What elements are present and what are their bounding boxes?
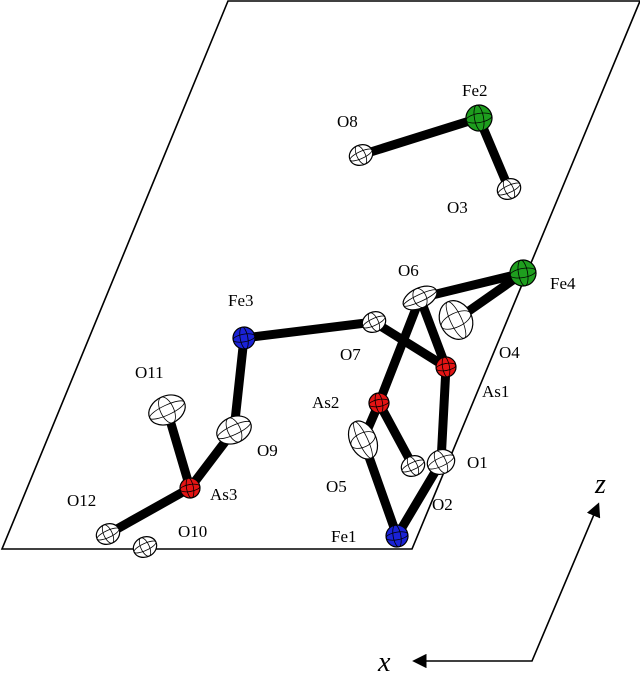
atom-fe2 bbox=[465, 104, 493, 132]
bond-as2-o2 bbox=[374, 398, 418, 471]
bond-fe3-o7 bbox=[239, 317, 379, 343]
atom-o7 bbox=[361, 311, 387, 333]
atom-as1 bbox=[435, 356, 457, 378]
bond-o6-as2 bbox=[374, 293, 425, 408]
label-o3: O3 bbox=[447, 198, 468, 217]
atom-fe1 bbox=[385, 524, 409, 548]
atom-o3 bbox=[496, 178, 522, 200]
unit-cell-outline bbox=[0, 0, 640, 550]
bond-o1-fe1 bbox=[392, 457, 446, 541]
atom-o11 bbox=[148, 394, 186, 426]
atom-o12 bbox=[95, 523, 121, 545]
atom-fe3 bbox=[232, 326, 256, 350]
bond-as1-o1 bbox=[436, 362, 451, 467]
atom-o6 bbox=[402, 285, 438, 311]
bond-o7-as1 bbox=[369, 317, 451, 372]
label-o9: O9 bbox=[257, 441, 278, 460]
label-o7: O7 bbox=[340, 345, 361, 364]
label-fe4: Fe4 bbox=[550, 274, 576, 293]
atom-o4 bbox=[438, 300, 474, 340]
atom-as3 bbox=[179, 477, 201, 499]
atom-o8 bbox=[348, 144, 374, 166]
label-o5: O5 bbox=[326, 477, 347, 496]
label-as2: As2 bbox=[312, 393, 339, 412]
label-o12: O12 bbox=[67, 491, 96, 510]
bond-fe2-o8 bbox=[356, 113, 484, 160]
atom-as2 bbox=[368, 392, 390, 414]
label-o1: O1 bbox=[467, 453, 488, 472]
axis-lines bbox=[412, 502, 601, 669]
label-o8: O8 bbox=[337, 112, 358, 131]
label-fe1: Fe1 bbox=[331, 527, 357, 546]
label-o4: O4 bbox=[499, 343, 520, 362]
bond-o6-as1 bbox=[415, 293, 451, 372]
label-as1: As1 bbox=[482, 382, 509, 401]
atoms-layer bbox=[95, 104, 537, 558]
atom-o1 bbox=[426, 449, 456, 475]
label-o2: O2 bbox=[432, 495, 453, 514]
bond-as3-o12 bbox=[103, 483, 195, 539]
atom-fe4 bbox=[509, 259, 537, 287]
x-axis-label: x bbox=[377, 647, 391, 673]
label-o6: O6 bbox=[398, 261, 419, 280]
axis-indicator: x z bbox=[377, 469, 606, 678]
atom-o5 bbox=[347, 420, 379, 460]
label-fe3: Fe3 bbox=[228, 291, 254, 310]
atom-o9 bbox=[216, 415, 252, 445]
label-as3: As3 bbox=[210, 485, 237, 504]
label-o11: O11 bbox=[135, 363, 164, 382]
label-fe2: Fe2 bbox=[462, 81, 488, 100]
z-axis-label: z bbox=[594, 469, 606, 500]
bond-fe3-o9 bbox=[229, 333, 249, 435]
label-o10: O10 bbox=[178, 522, 207, 541]
atom-o10 bbox=[132, 536, 158, 558]
atom-o2 bbox=[400, 455, 426, 477]
